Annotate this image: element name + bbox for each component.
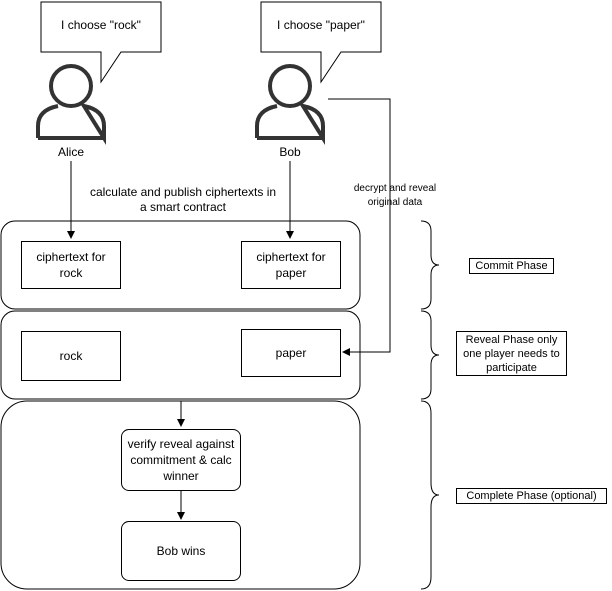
- reveal-bob-box: paper: [241, 329, 341, 377]
- commit-phase-brace: [420, 220, 440, 310]
- reveal-phase-brace: [420, 310, 440, 400]
- decrypt-annotation: decrypt and reveal original data: [353, 183, 437, 208]
- commit-phase-label: Commit Phase: [469, 258, 554, 274]
- alice-speech-text: I choose "rock": [61, 18, 141, 32]
- verify-box: verify reveal against commitment & calc …: [121, 429, 241, 491]
- alice-speech-bubble: [40, 1, 162, 84]
- bob-speech-text: I choose "paper": [277, 18, 365, 32]
- alice-user-icon: [36, 64, 106, 145]
- commit-bob-box: ciphertext for paper: [241, 241, 341, 289]
- alice-name: Alice: [57, 145, 84, 159]
- reveal-phase-label: Reveal Phase only one player needs to pa…: [456, 331, 567, 376]
- publish-annotation: calculate and publish ciphertexts in a s…: [89, 185, 277, 214]
- bob-name: Bob: [279, 145, 301, 159]
- reveal-alice-box: rock: [21, 331, 121, 381]
- bob-user-icon: [255, 64, 325, 145]
- commit-alice-box: ciphertext for rock: [21, 241, 121, 289]
- result-box: Bob wins: [121, 521, 241, 581]
- complete-phase-label: Complete Phase (optional): [456, 488, 607, 504]
- bob-speech-bubble: [260, 1, 382, 84]
- complete-phase-brace: [420, 400, 440, 590]
- bob-reveal-arrow: [328, 98, 391, 356]
